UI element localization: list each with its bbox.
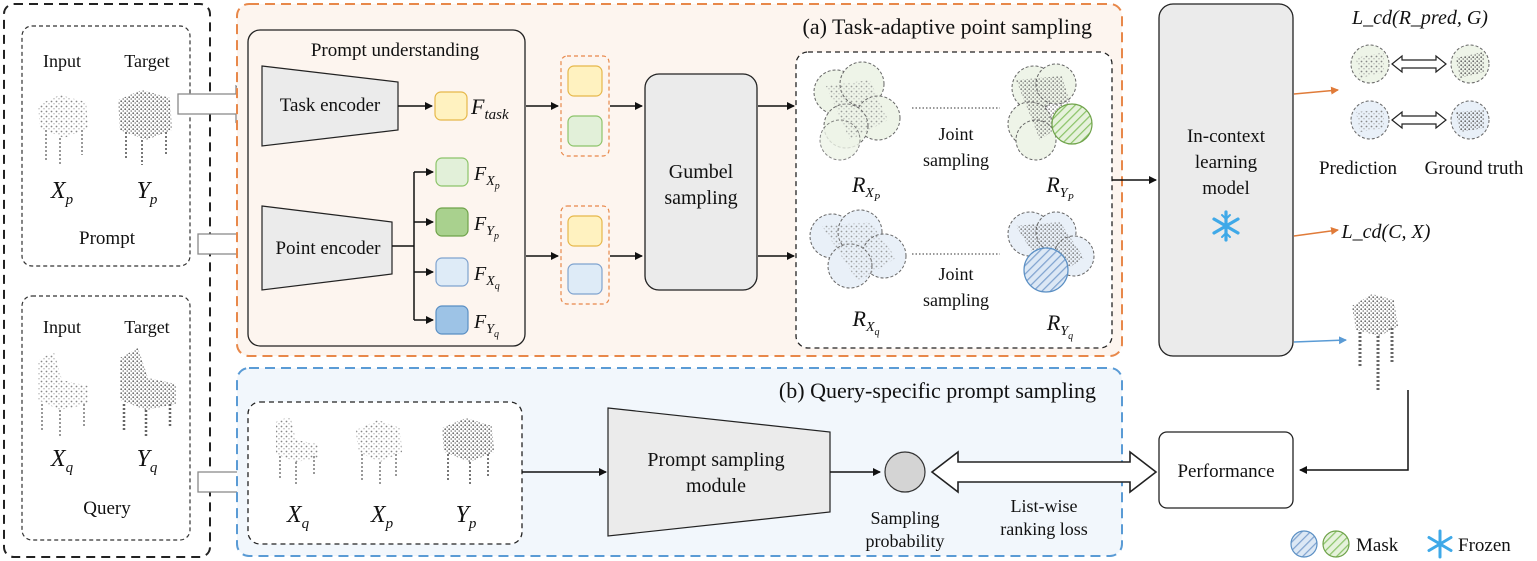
region-yp-label: RYP [1045, 172, 1073, 204]
f-yp-label: FYp [473, 213, 499, 242]
query-box [21, 295, 191, 541]
region-xp-label: RXP [851, 172, 880, 204]
candidate-yp-chair [442, 418, 494, 486]
gumbel-sampling-box [644, 73, 758, 291]
task-encoder-label: Task encoder [280, 95, 381, 116]
f-xp-label: FXp [473, 163, 500, 192]
query-input-chair [38, 352, 88, 438]
region-xq-label: RXq [851, 306, 879, 338]
panel-a-title: (a) Task-adaptive point sampling [803, 14, 1092, 39]
query-target-label: Target [124, 317, 169, 337]
prompt-input-chair [38, 95, 88, 165]
region-cluster-xq [809, 209, 907, 289]
query-caption: Query [83, 498, 131, 519]
region-cluster-yp [1007, 63, 1093, 161]
prediction-green-pair [1350, 44, 1490, 84]
region-cluster-yq [1007, 211, 1095, 293]
ground-truth-label: Ground truth [1425, 158, 1524, 179]
prompt-understanding-label: Prompt understanding [311, 40, 480, 61]
prompt-y-label: Yp [137, 178, 158, 208]
concat-task-yellow [567, 65, 603, 97]
output-chair [1352, 294, 1398, 390]
query-y-label: Yq [137, 446, 158, 476]
f-yq-box [435, 305, 469, 335]
point-encoder-label: Point encoder [275, 238, 381, 259]
f-task-label: Ftask [470, 94, 509, 123]
region-cluster-xp [813, 61, 901, 161]
task-encoder [261, 65, 399, 147]
prediction-label: Prediction [1319, 158, 1398, 179]
candidate-xq-label: Xq [286, 502, 310, 532]
region-yq-label: RYq [1046, 310, 1073, 342]
prompt-input-label: Input [43, 51, 81, 71]
concat-point-yellow [567, 215, 603, 247]
candidate-xp-chair [356, 420, 402, 486]
prompt-target-chair [118, 90, 172, 165]
concat-group-point [560, 205, 610, 305]
f-yp-box [435, 207, 469, 237]
prompt-sampling-module [607, 407, 831, 537]
f-xq-label: FXq [473, 263, 500, 292]
candidate-xp-label: Xp [370, 502, 394, 532]
prediction-blue-pair [1350, 100, 1490, 140]
left-panel-frame [3, 3, 211, 558]
legend-mask-label: Mask [1356, 535, 1399, 556]
f-yq-label: FYq [473, 311, 499, 340]
query-input-label: Input [43, 317, 81, 337]
point-encoder [261, 205, 393, 291]
legend-mask-blue-icon [1290, 530, 1318, 558]
ranking-double-arrow [930, 450, 1158, 494]
panel-b-title: (b) Query-specific prompt sampling [779, 378, 1096, 403]
concat-group-task [560, 55, 610, 157]
concat-point-blue [567, 263, 603, 295]
concat-task-green [567, 115, 603, 147]
prompt-caption: Prompt [79, 228, 136, 249]
legend-mask-green-icon [1322, 530, 1350, 558]
performance-box [1158, 431, 1294, 509]
f-xp-box [435, 157, 469, 187]
in-context-model-box [1158, 3, 1294, 357]
query-x-label: Xq [50, 446, 74, 476]
f-task-box [434, 91, 468, 121]
loss-cx-label: L_cd(C, X) [1341, 221, 1431, 243]
candidate-xq-chair [276, 416, 318, 484]
prompt-box [21, 25, 191, 267]
legend-frozen-label: Frozen [1458, 535, 1511, 556]
query-target-chair [120, 348, 176, 438]
performance-label: Performance [1177, 461, 1274, 482]
loss-pred-label: L_cd(R_pred, G) [1351, 7, 1488, 29]
f-xq-box [435, 257, 469, 287]
legend-snowflake-icon [1427, 529, 1453, 559]
candidate-yp-label: Yp [456, 502, 477, 532]
prompt-x-label: Xp [50, 178, 74, 208]
sampling-probability-node [884, 451, 926, 493]
snowflake-icon [1212, 210, 1240, 242]
prompt-target-label: Target [124, 51, 169, 71]
